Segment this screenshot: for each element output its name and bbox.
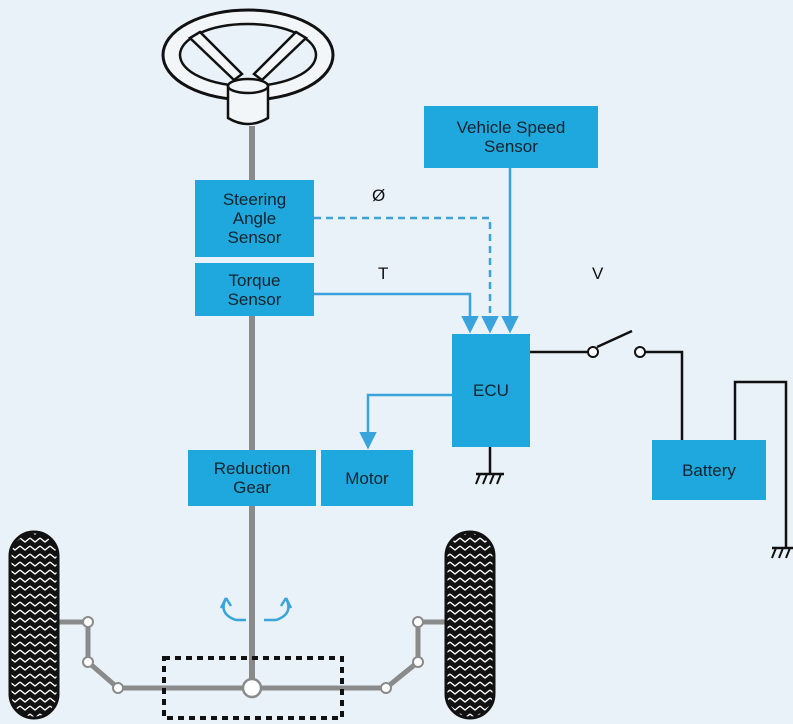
tire-icon xyxy=(8,530,60,720)
switch-icon xyxy=(530,329,684,440)
steering-linkage xyxy=(56,616,452,699)
reduction-gear-box: Reduction Gear xyxy=(188,450,316,506)
battery-ground-icon xyxy=(733,380,793,559)
ecu-ground-icon xyxy=(475,447,504,485)
voltage-symbol-label: V xyxy=(592,264,604,283)
vehicle-speed-sensor-box: Vehicle Speed Sensor xyxy=(424,106,598,168)
steering-angle-sensor-box: Steering Angle Sensor xyxy=(195,180,314,257)
torque-signal-line xyxy=(314,292,479,334)
ecu-box: ECU xyxy=(452,334,530,447)
angle-signal-line xyxy=(314,216,499,334)
angle-symbol-label: Ø xyxy=(372,186,386,205)
rotation-arrows-icon xyxy=(219,597,293,622)
torque-sensor-box: Torque Sensor xyxy=(195,263,314,316)
motor-box: Motor xyxy=(321,450,413,506)
rack-housing-outline xyxy=(162,656,344,720)
tire-icon xyxy=(444,530,496,720)
torque-symbol-label: T xyxy=(378,264,389,283)
battery-box: Battery xyxy=(652,440,766,500)
steering-wheel-icon xyxy=(161,8,335,126)
motor-drive-line xyxy=(359,393,452,450)
